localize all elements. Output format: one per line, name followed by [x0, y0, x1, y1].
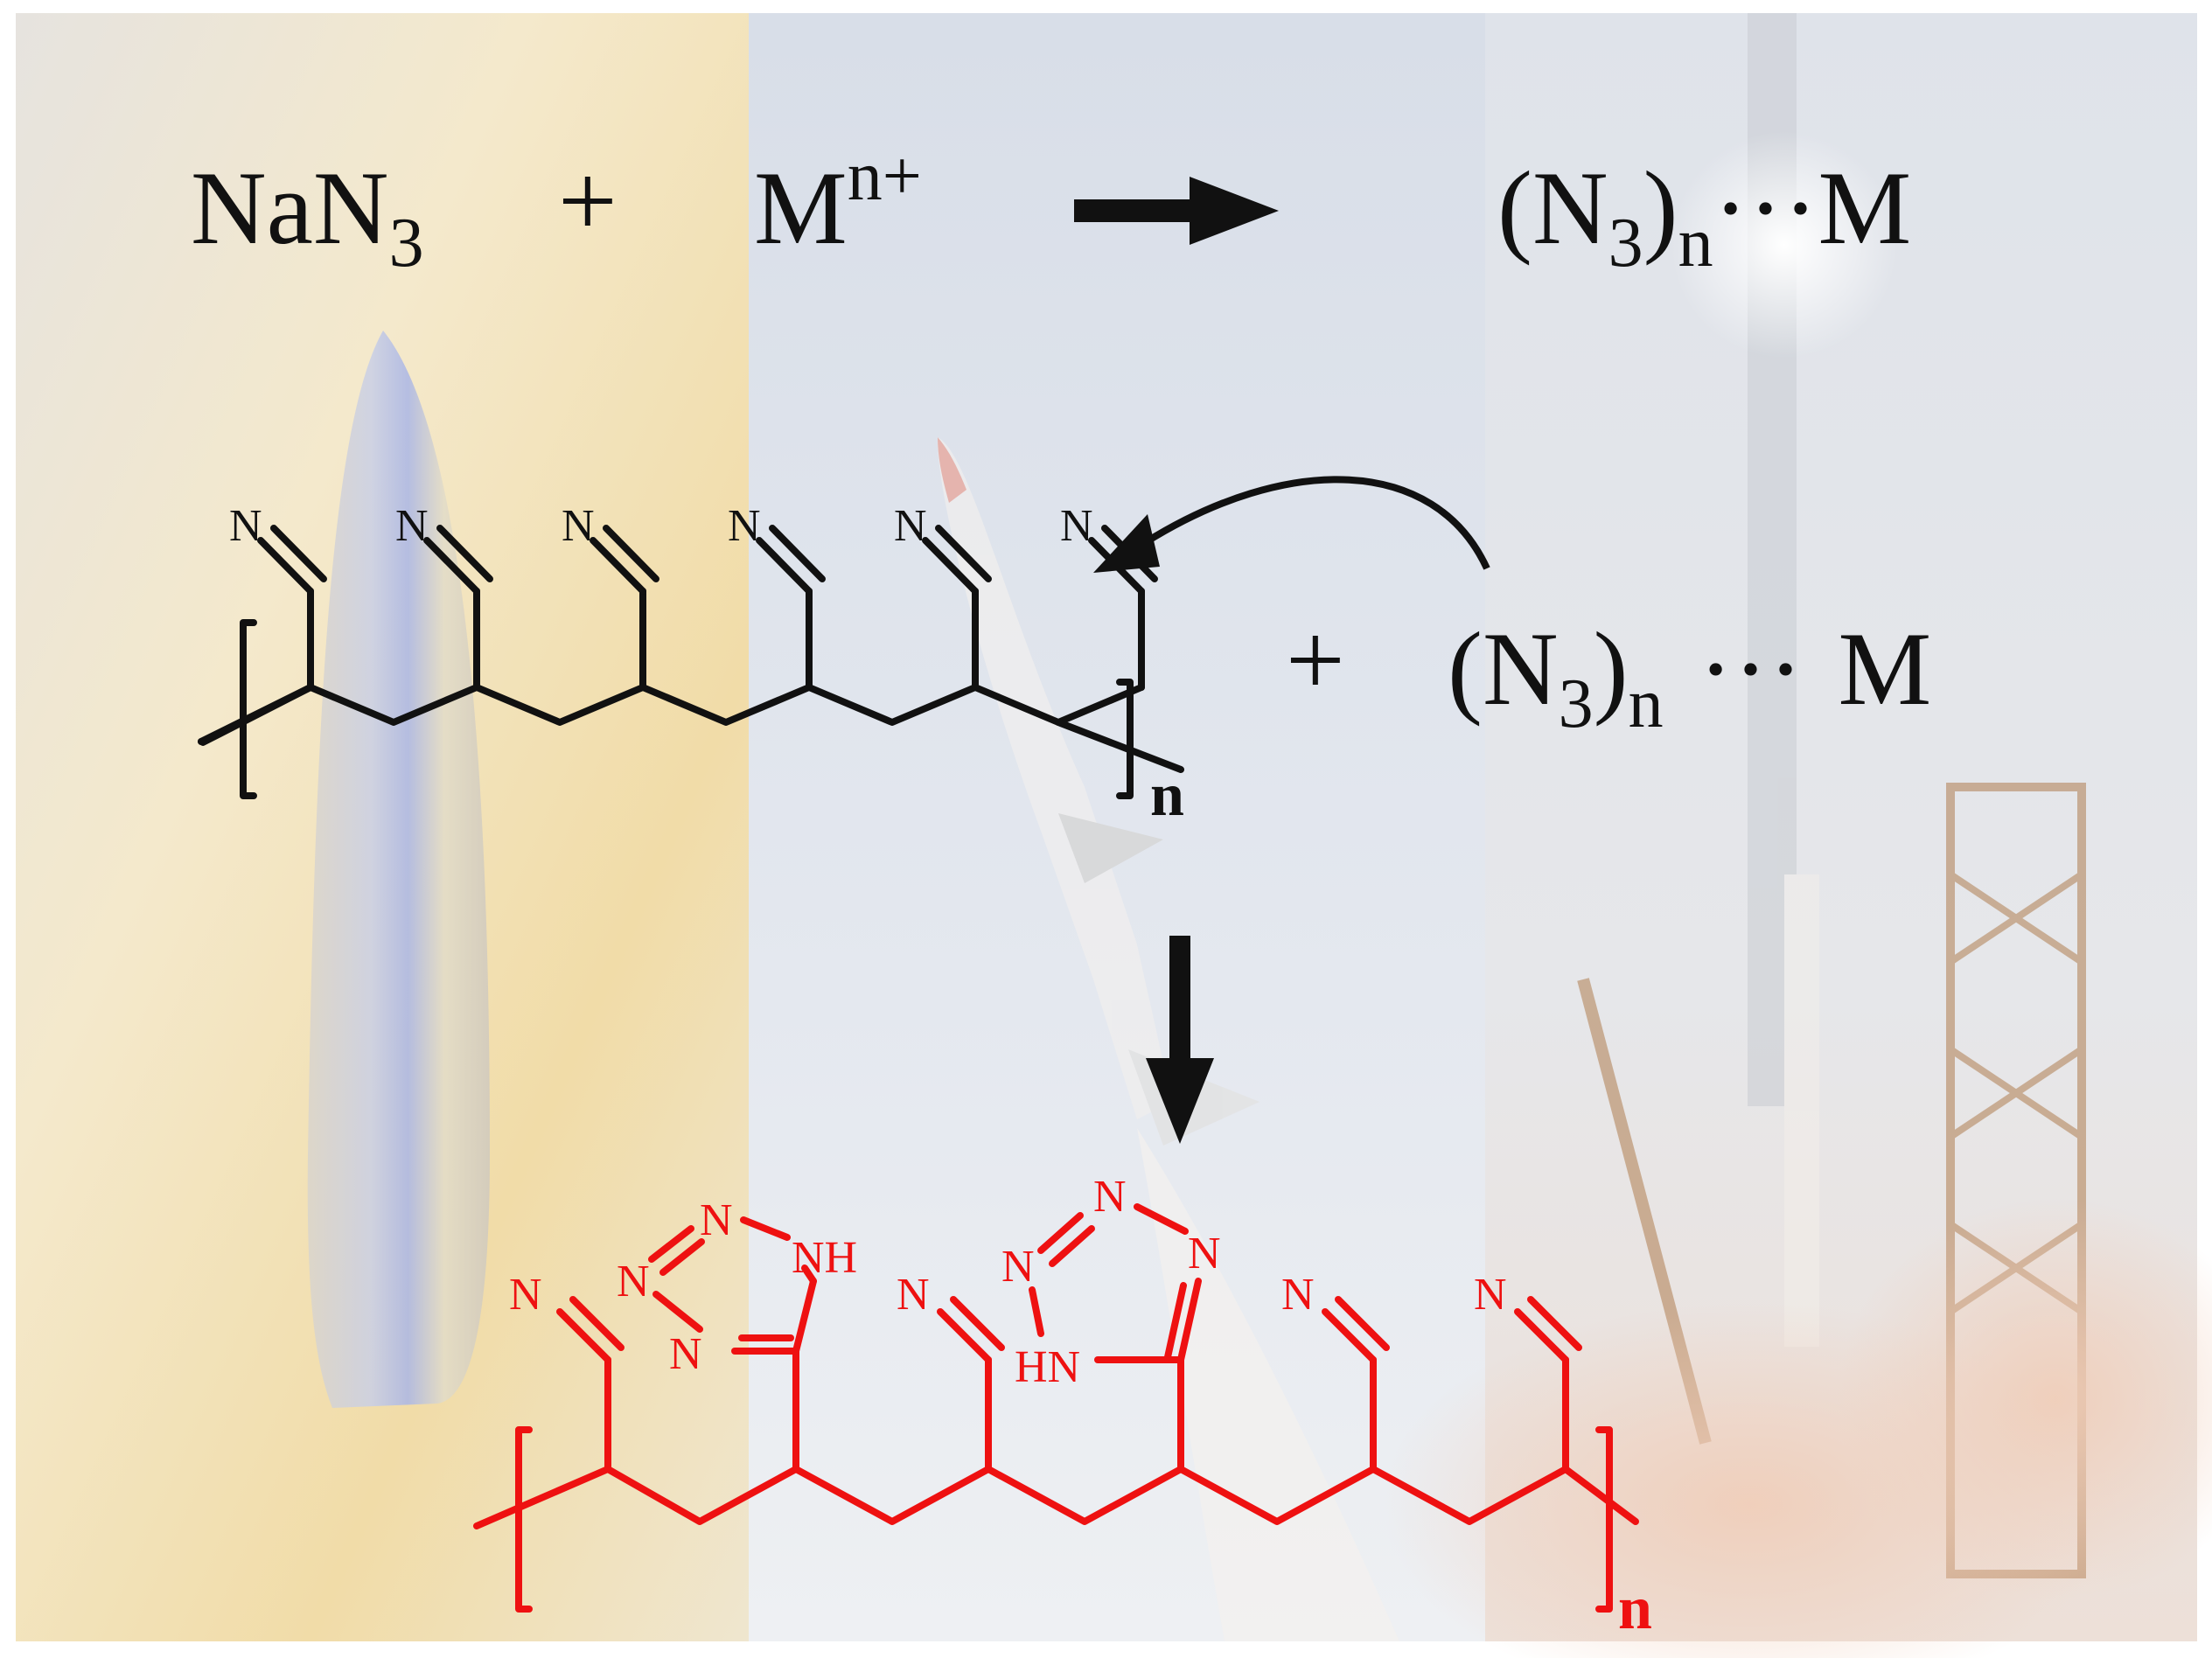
bottom-atom-labels: N N N N NH N N N N HN N N [509, 1172, 1507, 1392]
second-complex: (N3)n ··· M [1448, 610, 1931, 742]
tetrazole2-n-right: N [1188, 1229, 1221, 1278]
tetrazole1-n-left: N [617, 1257, 650, 1306]
tetrazole-modified-polymer [473, 1203, 1639, 1613]
azide-equation: NaN3 + Mn+ (N3)n···M [191, 138, 1911, 282]
second-open: (N [1448, 610, 1559, 727]
sodium-azide: NaN3 [191, 150, 424, 282]
plus-sign: + [558, 143, 618, 259]
second-plus: + [1286, 602, 1345, 718]
polyacrylonitrile-structure [198, 525, 1184, 799]
smoke-cloud-2 [1837, 1198, 2212, 1600]
exhaust-trail [1137, 1128, 1399, 1641]
top-left-bracket [240, 619, 257, 799]
sodium-azide-subscript: 3 [389, 205, 424, 282]
nitrile-n-3: N [562, 501, 595, 551]
bottom-repeat-n: n [1618, 1575, 1652, 1642]
tetrazole2-hn: HN [1015, 1342, 1080, 1392]
bottom-right-bracket [1595, 1426, 1613, 1613]
top-right-terminal [1055, 719, 1184, 773]
top-right-bracket [1116, 679, 1134, 799]
bullet-illustration [307, 331, 490, 1408]
rocket-illustration [937, 437, 1260, 1146]
metal-ion: Mn+ [754, 138, 922, 266]
second-close: ) [1594, 610, 1629, 727]
bottom-right-terminal [1562, 1466, 1639, 1525]
bottom-nitrile-n-2: N [897, 1270, 930, 1320]
nitrile-n-1: N [229, 501, 262, 551]
sodium-azide-base: NaN [191, 150, 389, 266]
bottom-left-bracket [515, 1426, 533, 1613]
tetrazole1-nh: NH [792, 1233, 857, 1283]
bottom-backbone [473, 1466, 1569, 1529]
curved-attack-arrow [1093, 476, 1490, 573]
tetrazole1-n-top: N [700, 1195, 733, 1245]
nitrile-n-2: N [395, 501, 429, 551]
tetrazole2-n-left: N [1001, 1242, 1035, 1292]
second-sub-3: 3 [1559, 665, 1594, 742]
nitrile-n-4: N [728, 501, 761, 551]
second-dots: ··· [1699, 610, 1804, 727]
nitrile-n-5: N [894, 501, 927, 551]
background-photo-collage [16, 13, 2212, 1658]
top-nitriles [257, 525, 1158, 691]
nitrile-n-6: N [1060, 501, 1093, 551]
reaction-arrow-right [1074, 177, 1279, 245]
complex-sub-n: n [1678, 205, 1713, 282]
top-left-terminal [199, 684, 314, 746]
sun-flare [1671, 131, 1898, 359]
complex-close: ) [1643, 150, 1678, 266]
bottom-nitrile-n-4: N [1474, 1270, 1507, 1320]
second-sub-n: n [1629, 665, 1664, 742]
complex-sub-3: 3 [1608, 205, 1643, 282]
reaction-arrow-down [1146, 936, 1214, 1144]
metal-ion-superscript: n+ [848, 138, 922, 215]
bottom-nitrile-n-1: N [509, 1270, 542, 1320]
top-repeat-n: n [1150, 762, 1184, 829]
azide-metal-complex: (N3)n···M [1497, 150, 1911, 282]
metal-ion-base: M [754, 150, 848, 266]
panel-middle [749, 13, 1485, 1641]
bottom-nitrile-n-3: N [1281, 1270, 1315, 1320]
tetrazole1-n-bottom: N [669, 1329, 702, 1379]
tetrazole2-n-top: N [1093, 1172, 1127, 1222]
complex-open: (N [1497, 150, 1608, 266]
second-metal: M [1838, 610, 1931, 727]
top-backbone [198, 684, 1145, 745]
complex-tail: ···M [1713, 150, 1912, 266]
top-nitrile-labels: N N N N N N [229, 501, 1093, 551]
second-reagent: + (N3)n ··· M [1286, 602, 1931, 742]
